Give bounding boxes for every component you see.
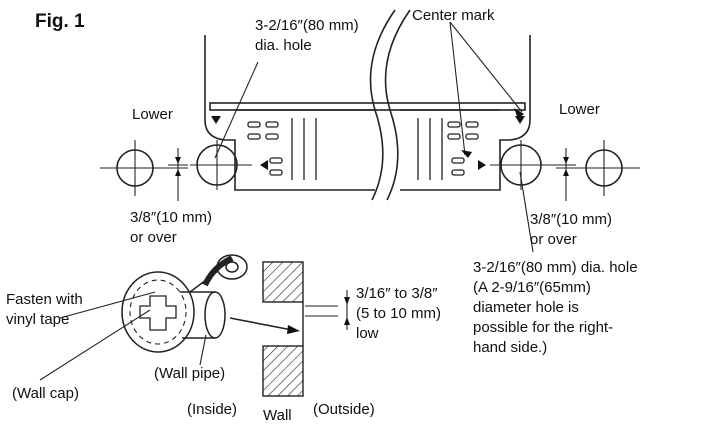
indoor-unit-outline	[204, 9, 531, 201]
offset-left-line2: or over	[130, 229, 177, 246]
fasten-label-line1: Fasten with	[6, 291, 83, 308]
wall-cap	[121, 271, 195, 353]
unit-slots-left	[247, 118, 317, 180]
insertion-arrow	[229, 317, 293, 331]
wall-pipe	[180, 291, 226, 339]
right-hole-note-line1: 3-2/16″(80 mm) dia. hole	[473, 259, 638, 276]
lower-right-label: Lower	[559, 101, 600, 118]
right-hole-note-line5: hand side.)	[473, 339, 548, 356]
top-hole-label-line2: dia. hole	[255, 37, 312, 54]
outside-label: (Outside)	[313, 401, 375, 418]
offset-left-line1: 3/8″(10 mm)	[130, 209, 212, 226]
wall-label: Wall	[263, 407, 292, 424]
lower-left-label: Lower	[132, 106, 173, 123]
slope-label-line2: (5 to 10 mm)	[356, 305, 442, 322]
front-panel-strip	[209, 102, 526, 111]
right-hole-note-line4: possible for the right-	[473, 319, 614, 336]
center-mark-triangles	[175, 108, 569, 334]
top-hole-label-line1: 3-2/16″(80 mm)	[255, 17, 359, 34]
slope-label-line3: low	[356, 325, 379, 342]
offset-right-line1: 3/8″(10 mm)	[530, 211, 612, 228]
center-mark-label: Center mark	[412, 7, 495, 24]
offset-right-line2: or over	[530, 231, 577, 248]
unit-slots-right	[417, 118, 479, 180]
wall-cap-label: (Wall cap)	[12, 385, 79, 402]
slope-label-line1: 3/16″ to 3/8″	[356, 285, 438, 302]
right-hole-note-line3: diameter hole is	[473, 299, 579, 316]
wall-pipe-label: (Wall pipe)	[154, 365, 226, 382]
wall-section	[262, 261, 304, 397]
leader-lines	[39, 21, 534, 381]
vinyl-tape-roll	[189, 254, 248, 293]
right-hole-note-line2: (A 2-9/16″(65mm)	[473, 279, 591, 296]
figure-label: Fig. 1	[35, 11, 85, 32]
slope-dimension	[305, 290, 348, 330]
inside-label: (Inside)	[187, 401, 238, 418]
fasten-label-line2: vinyl tape	[6, 311, 70, 328]
